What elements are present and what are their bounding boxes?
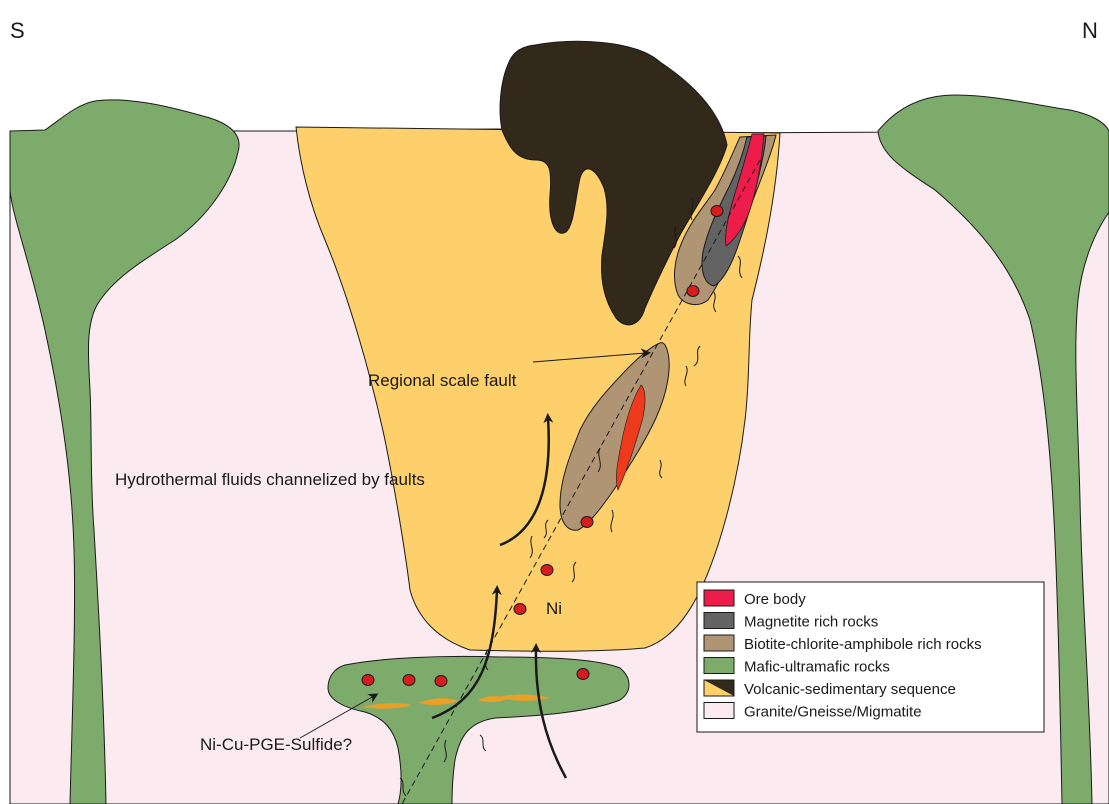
nickel-dot [581,517,593,528]
legend-label: Mafic-ultramafic rocks [744,659,890,676]
legend-label: Biotite-chlorite-amphibole rich rocks [744,636,982,653]
fluids-label: Hydrothermal fluids channelized by fault… [115,470,425,489]
nickel-dot [577,669,589,680]
nickel-dot [435,676,447,687]
legend-item: Biotite-chlorite-amphibole rich rocks [704,635,982,653]
legend-swatch [704,635,734,651]
legend-label: Volcanic-sedimentary sequence [744,681,956,698]
legend-item: Magnetite rich rocks [704,613,878,631]
legend-item: Mafic-ultramafic rocks [704,658,890,676]
legend-item: Ore body [704,590,806,608]
legend-swatch [704,658,734,674]
legend-label: Ore body [744,591,806,608]
direction-north: N [1082,18,1098,43]
nickel-dot [541,565,553,576]
fault-label: Regional scale fault [368,371,517,390]
nickel-dot [687,286,699,297]
nickel-dot [514,604,526,615]
sulfide-label: Ni-Cu-PGE-Sulfide? [200,735,352,754]
direction-south: S [10,18,25,43]
nickel-dot [711,206,723,217]
legend-swatch [704,703,734,719]
nickel-dot [362,675,374,686]
legend-label: Magnetite rich rocks [744,614,878,631]
legend-swatch [704,590,734,606]
nickel-label: Ni [546,599,562,618]
legend-label: Granite/Gneisse/Migmatite [744,704,922,721]
legend-swatch [704,613,734,629]
nickel-dot [403,675,415,686]
